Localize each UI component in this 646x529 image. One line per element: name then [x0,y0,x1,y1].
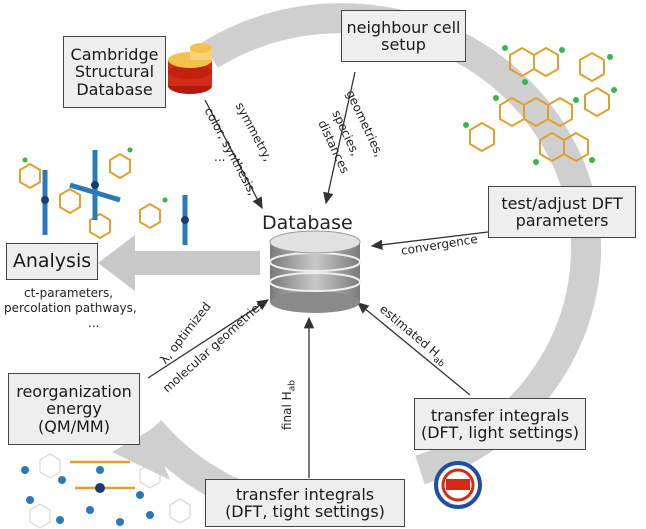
csd-line2: Structural [74,62,155,82]
analysis-detail-line2: percolation pathways, [4,301,137,315]
final-text: final H [280,391,294,430]
final-sub: ab [287,380,298,392]
dft-test-node: test/adjust DFT parameters [488,186,636,238]
qmmm-structure-image [21,453,191,529]
analysis-arrow [98,235,260,291]
database-label: Database [262,212,353,234]
arrow-dft-db [370,231,489,250]
crystal-structure-image-analysis [19,147,189,245]
analysis-detail-line1: ct-parameters, [24,286,114,300]
neighbour-cell-node: neighbour cell setup [341,10,466,62]
csd-line3: Database [76,79,153,99]
dft-test-line1: test/adjust DFT [501,193,623,213]
ti-tight-line2: (DFT, tight settings) [225,502,385,521]
csd-line1: Cambridge [70,45,159,65]
arrow-light-db [356,302,471,396]
analysis-detail-line3: ... [88,316,100,330]
reorg-line3: (QM/MM) [38,416,110,436]
dft-test-line2: parameters [515,211,609,230]
neighbour-line1: neighbour cell [346,17,461,37]
edge-label-final-hab: final Hab [280,380,297,430]
crystal-structure-image-top [469,46,610,163]
analysis-node: Analysis [6,243,98,280]
ti-tight-line1: transfer integrals [235,484,375,504]
arrow-reorg-db [147,299,270,379]
edge-label-csd-ellipsis: ... [214,150,226,164]
arrow-neighbour-db [323,71,356,205]
reorg-line1: reorganization [16,382,132,402]
neighbour-line2: setup [381,35,426,54]
csd-database-icon [168,43,212,94]
database-icon [269,230,361,313]
reorg-line2: energy [46,399,102,419]
ti-light-line2: (DFT, light settings) [420,423,580,442]
transfer-tight-node: transfer integrals (DFT, tight settings) [205,479,405,527]
analysis-label: Analysis [12,250,92,273]
transfer-light-node: transfer integrals (DFT, light settings) [414,398,586,450]
crystal-hydrogen-atoms [463,45,617,165]
reorganization-node: reorganization energy (QM/MM) [8,373,140,445]
ti-light-line1: transfer integrals [430,405,570,425]
arrow-csd-db [204,99,263,210]
institution-logo [434,461,482,509]
csd-node: Cambridge Structural Database [63,36,166,108]
